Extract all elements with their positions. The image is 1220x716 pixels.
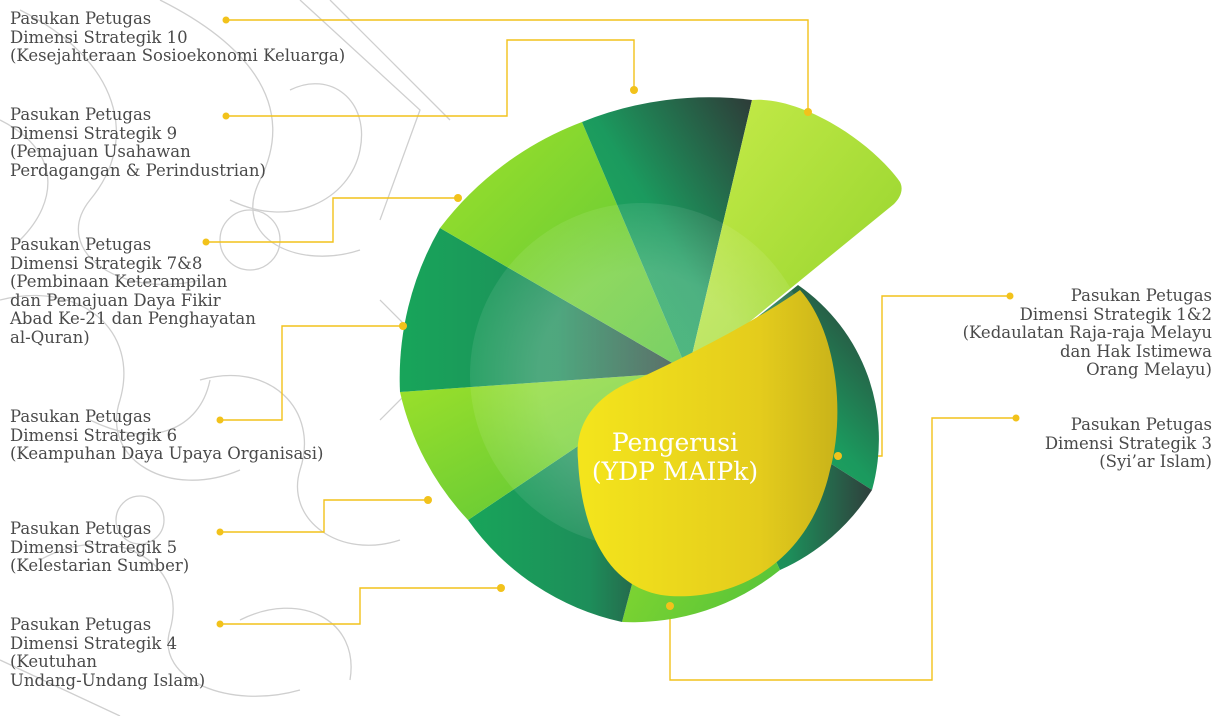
- chairman-label: Pengerusi (YDP MAIPk): [560, 428, 790, 486]
- dot-ds9-lower: [454, 194, 462, 202]
- connector-ds5: [220, 587, 501, 625]
- connector-ds78: [220, 325, 403, 421]
- dot-ds9-label: [222, 112, 230, 120]
- connector-ds9-upper: [226, 39, 635, 117]
- dot-ds3-shape: [666, 602, 674, 610]
- dot-ds12-label: [1006, 292, 1014, 300]
- label-ds4: Pasukan Petugas Dimensi Strategik 4 (Keu…: [10, 615, 206, 690]
- dot-ds10-shape: [804, 108, 812, 116]
- label-ds10: Pasukan Petugas Dimensi Strategik 10 (Ke…: [10, 9, 346, 65]
- dot-ds6-label: [216, 416, 224, 424]
- chairman-title: Pengerusi: [611, 428, 739, 457]
- dot-ds3-label: [1012, 414, 1020, 422]
- label-ds12: Pasukan Petugas Dimensi Strategik 1&2 (K…: [962, 286, 1212, 379]
- label-ds78: Pasukan Petugas Dimensi Strategik 7&8 (P…: [10, 235, 256, 347]
- dot-ds12-shape: [834, 452, 842, 460]
- dot-ds78-shape: [399, 322, 407, 330]
- dot-ds5-shape: [497, 584, 505, 592]
- label-ds6: Pasukan Petugas Dimensi Strategik 6 (Kea…: [10, 407, 324, 463]
- label-ds9: Pasukan Petugas Dimensi Strategik 9 (Pem…: [10, 105, 266, 180]
- connector-ds6: [220, 499, 428, 533]
- dot-ds78-label: [202, 238, 210, 246]
- dot-ds6-shape: [424, 496, 432, 504]
- chairman-subtitle: (YDP MAIPk): [591, 457, 759, 486]
- label-ds5: Pasukan Petugas Dimensi Strategik 5 (Kel…: [10, 519, 190, 575]
- spiral-diagram: [399, 97, 902, 623]
- connector-dots: [202, 16, 1020, 628]
- background-ornament: [0, 0, 451, 716]
- connector-ds9-lower: [206, 197, 458, 243]
- dot-ds9-upper: [630, 86, 638, 94]
- dot-ds5-label: [216, 528, 224, 536]
- label-ds3: Pasukan Petugas Dimensi Strategik 3 (Syi…: [1044, 415, 1212, 471]
- dot-ds10-label: [222, 16, 230, 24]
- dot-ds4-label: [216, 620, 224, 628]
- connector-ds3: [669, 417, 1016, 681]
- connector-ds10: [226, 19, 809, 112]
- center-lemon-shape: [577, 290, 838, 597]
